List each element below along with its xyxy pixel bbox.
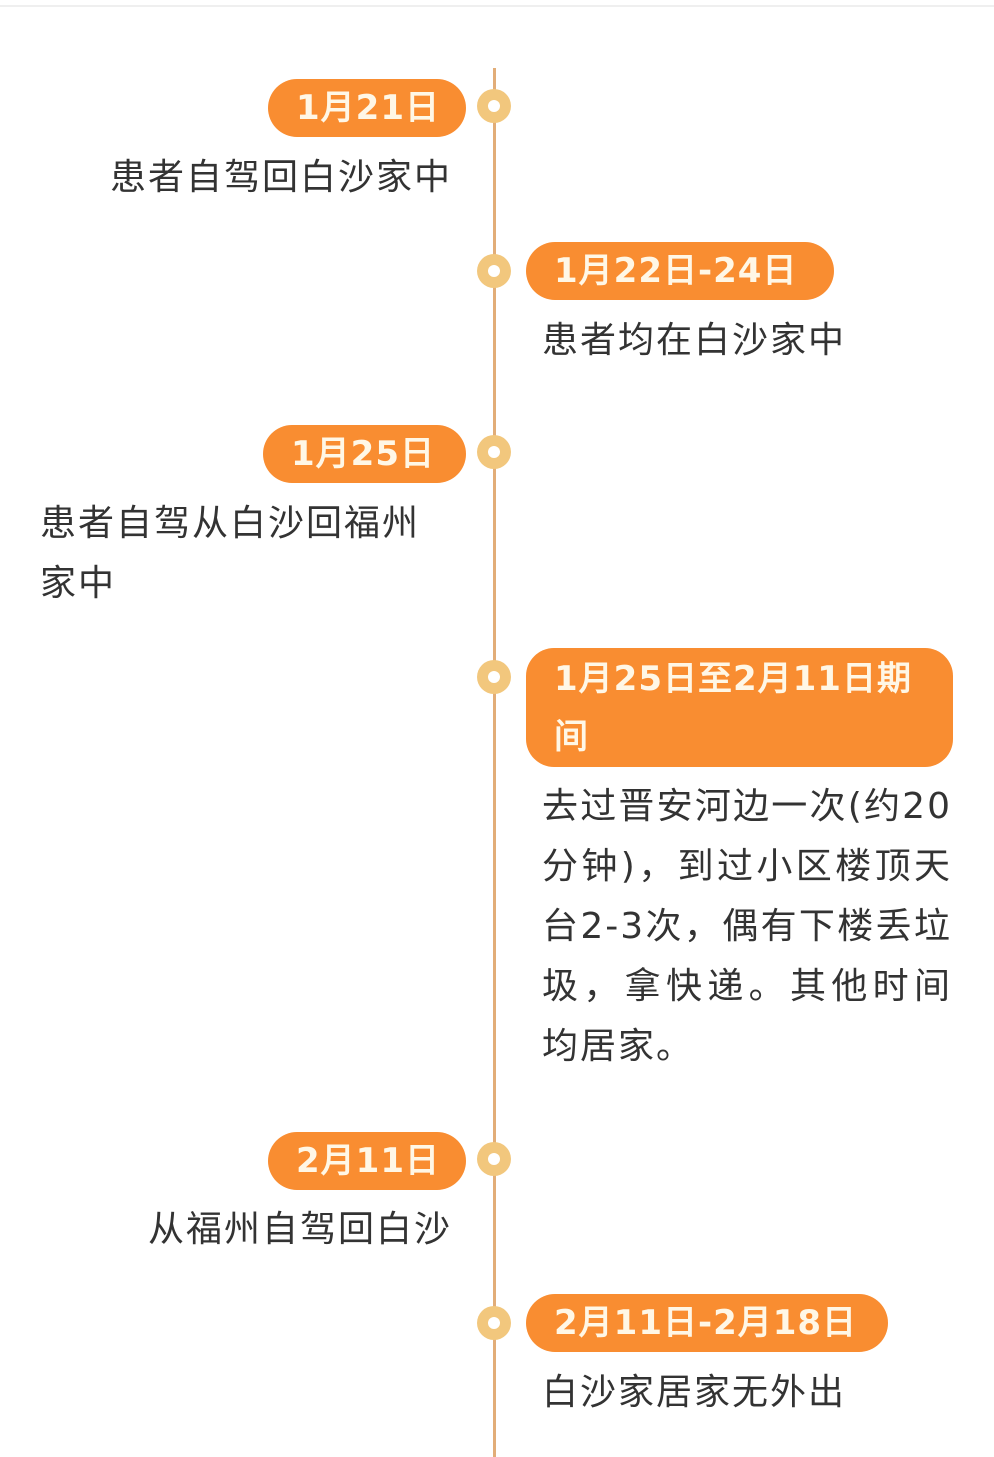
event-description: 白沙家居家无外出 xyxy=(542,1372,847,1413)
timeline-node-icon xyxy=(477,1142,511,1176)
timeline-axis-line xyxy=(493,68,496,1457)
top-divider xyxy=(0,5,994,7)
timeline-node-icon xyxy=(477,89,511,123)
date-pill: 1月25日 xyxy=(263,425,466,483)
timeline-node-icon xyxy=(477,1306,511,1340)
date-pill: 1月21日 xyxy=(268,79,466,137)
event-description: 去过晋安河边一次(约20分钟)，到过小区楼顶天台2-3次，偶有下楼丢垃圾，拿快递… xyxy=(542,786,952,1067)
timeline-node-icon xyxy=(477,435,511,469)
event-description: 从福州自驾回白沙 xyxy=(147,1209,452,1250)
event-description: 患者自驾回白沙家中 xyxy=(109,157,452,198)
date-pill: 2月11日 xyxy=(268,1132,466,1190)
event-description: 患者均在白沙家中 xyxy=(542,320,847,361)
event-description: 患者自驾从白沙回福州家中 xyxy=(40,503,421,604)
timeline-node-icon xyxy=(477,660,511,694)
date-pill: 2月11日-2月18日 xyxy=(526,1294,888,1352)
date-pill: 1月25日至2月11日期间 xyxy=(526,648,953,767)
timeline-node-icon xyxy=(477,254,511,288)
date-pill: 1月22日-24日 xyxy=(526,242,834,300)
